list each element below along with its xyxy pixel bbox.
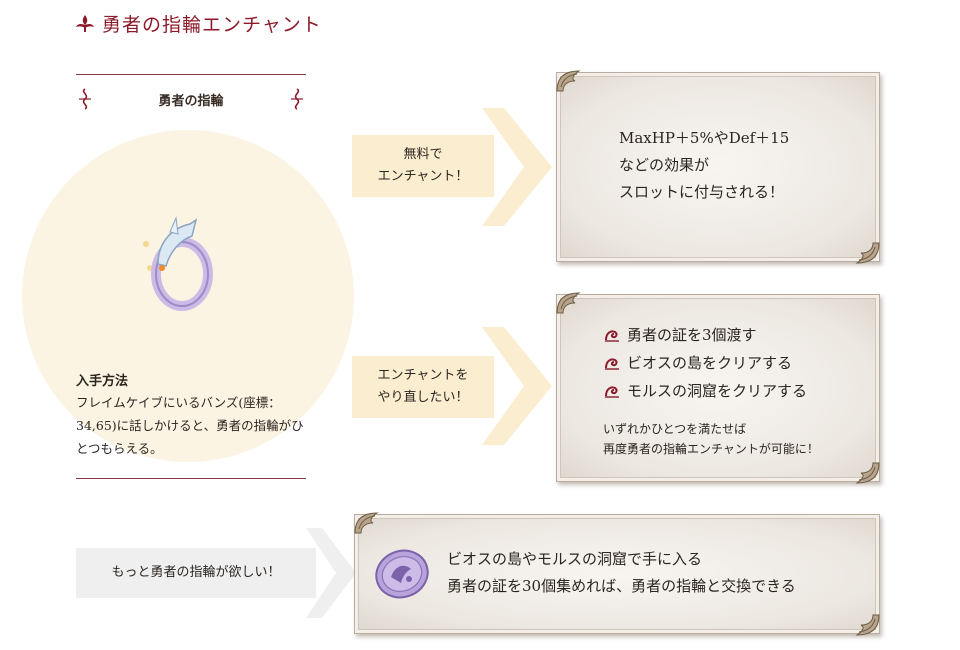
exchange-line: 勇者の証を30個集めれば、勇者の指輪と交換できる [447,577,796,595]
ornate-corner-icon [556,292,581,314]
chevron-right-icon [306,528,356,618]
exchange-line: ビオスの島やモルスの洞窟で手に入る [447,550,703,568]
hero-proof-coin-icon [375,549,429,599]
note-line: 再度勇者の指輪エンチャントが可能に！ [603,442,819,456]
page-header: 勇者の指輪エンチャント [74,8,322,38]
exchange-info-panel: ビオスの島やモルスの洞窟で手に入る 勇者の証を30個集めれば、勇者の指輪と交換で… [354,512,880,636]
conditions-note: いずれかひとつを満たせば 再度勇者の指輪エンチャントが可能に！ [603,419,819,459]
free-enchant-arrow: 無料で エンチャント！ [352,135,494,197]
swirl-bullet-icon [605,386,619,398]
item-heading: 勇者の指輪 [76,86,306,112]
acquisition-text: フレイムケイブにいるバンズ(座標：34,65)に話しかけると、勇者の指輪がひとつ… [76,395,304,456]
item-glow-background [22,130,354,462]
list-item: ビオスの島をクリアする [603,349,807,377]
condition-text: モルスの洞窟をクリアする [627,382,808,400]
condition-text: ビオスの島をクリアする [627,354,793,372]
conditions-list: 勇者の証を3個渡す ビオスの島をクリアする モルスの洞窟をクリアする [603,321,807,405]
arrow-label-line: やり直したい！ [377,390,469,405]
arrow-label-line: エンチャント！ [377,169,469,184]
condition-text: 勇者の証を3個渡す [627,326,757,344]
fleur-ornament-icon [76,15,94,32]
redo-conditions-panel: 勇者の証を3個渡す ビオスの島をクリアする モルスの洞窟をクリアする いずれかひ… [556,292,880,484]
divider-bottom [76,478,306,479]
note-line: いずれかひとつを満たせば [603,422,747,436]
ornate-corner-icon [855,462,880,484]
arrow-label-line: 無料で [403,147,443,162]
arrow-label-line: エンチャントを [377,368,469,383]
effect-line: スロットに付与される！ [619,183,785,201]
ornate-corner-icon [354,512,379,534]
ornate-corner-icon [855,242,880,264]
redo-enchant-arrow: エンチャントを やり直したい！ [352,356,494,418]
scroll-flourish-icon [290,88,303,110]
effect-line: MaxHP＋5%やDef＋15 [619,129,790,147]
item-name: 勇者の指輪 [158,93,224,109]
ornate-corner-icon [556,70,581,92]
list-item: 勇者の証を3個渡す [603,321,807,349]
effect-line: などの効果が [619,156,710,174]
divider-top [76,74,306,75]
page-title: 勇者の指輪エンチャント [102,13,322,36]
ornate-corner-icon [855,614,880,636]
swirl-bullet-icon [605,358,619,370]
hero-ring-icon [143,216,213,311]
scroll-flourish-icon [79,88,91,110]
list-item: モルスの洞窟をクリアする [603,377,807,405]
swirl-bullet-icon [605,330,619,342]
arrow-label-line: もっと勇者の指輪が欲しい！ [111,565,281,580]
acquisition-heading: 入手方法 [76,374,129,389]
chevron-right-icon [482,108,552,226]
more-rings-arrow: もっと勇者の指輪が欲しい！ [76,548,316,598]
enchant-effect-panel: MaxHP＋5%やDef＋15 などの効果が スロットに付与される！ [556,70,880,264]
chevron-right-icon [482,327,552,445]
